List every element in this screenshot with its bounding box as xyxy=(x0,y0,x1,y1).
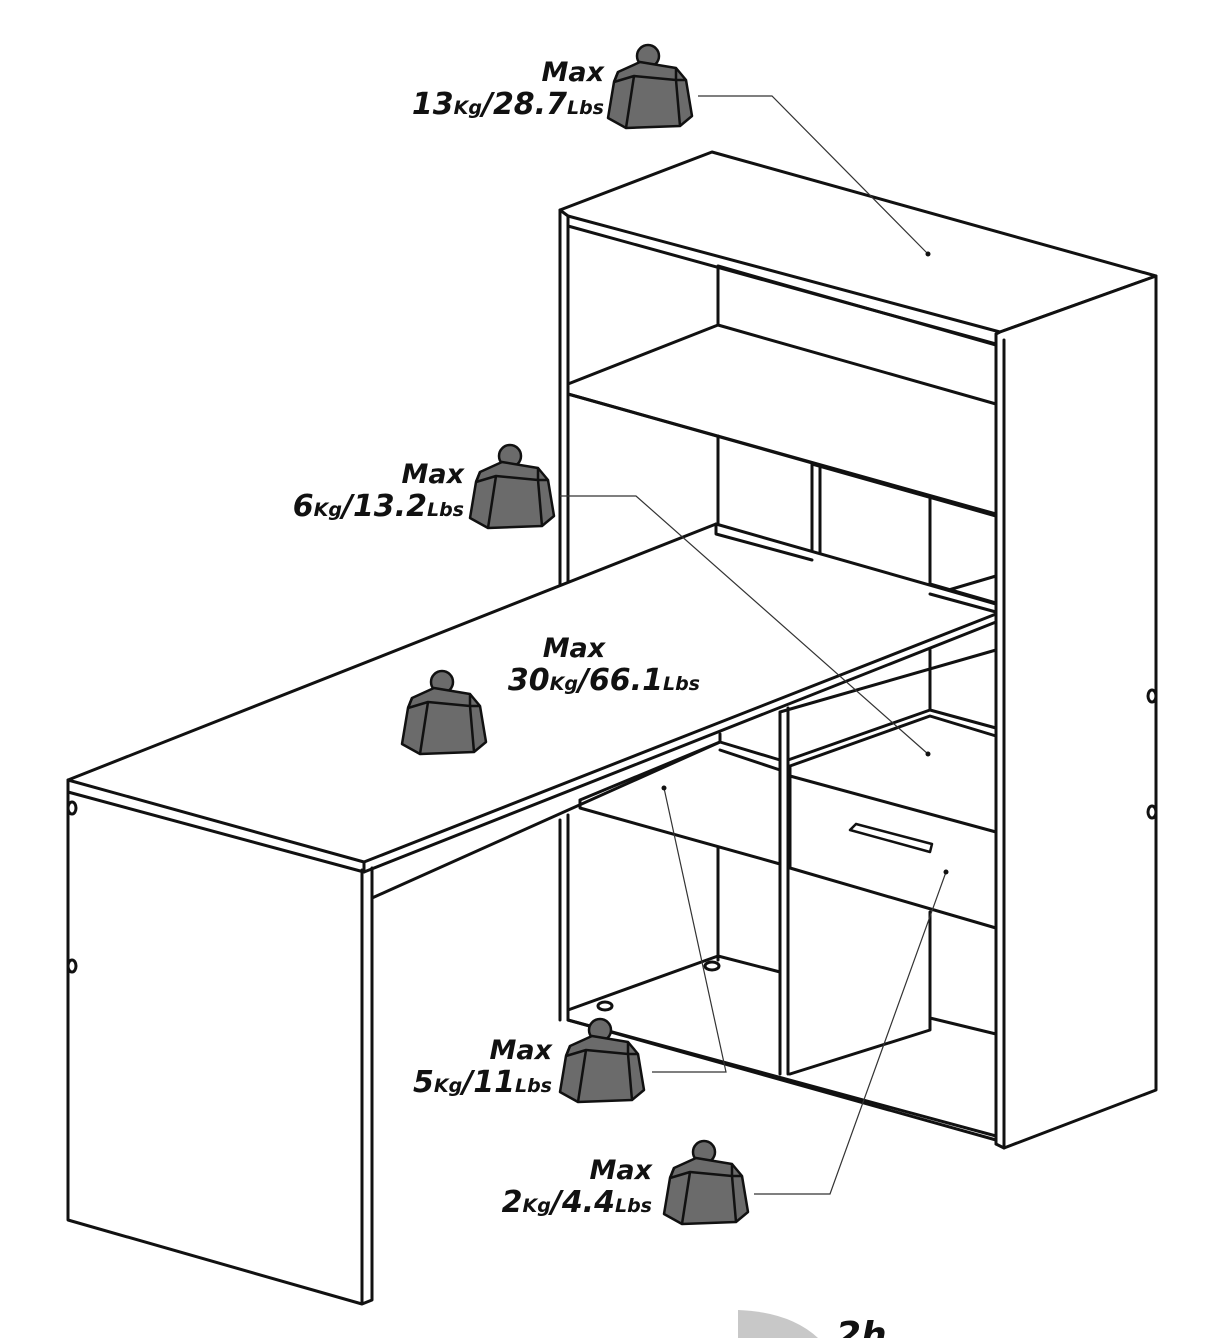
kg-unit: Kg xyxy=(549,673,578,695)
lbs-value: 66.1 xyxy=(588,663,663,698)
lbs-value: 28.7 xyxy=(492,87,567,122)
kg-unit: Kg xyxy=(313,499,342,521)
lbs-unit: Lbs xyxy=(662,673,700,695)
separator: / xyxy=(462,1065,474,1100)
weight-icon xyxy=(468,443,556,530)
corner-text: 2h xyxy=(836,1315,887,1338)
separator: / xyxy=(577,663,589,698)
leader-drawer xyxy=(754,871,947,1195)
lbs-unit: Lbs xyxy=(614,1195,652,1217)
lbs-unit: Lbs xyxy=(426,499,464,521)
leader-lower-shelf xyxy=(652,787,727,1073)
separator: / xyxy=(550,1185,562,1220)
leader-top xyxy=(698,95,929,255)
kg-value: 6 xyxy=(292,489,314,524)
lbs-value: 11 xyxy=(473,1065,515,1100)
load-label-upper-shelf: Max 6Kg/13.2Lbs xyxy=(293,460,464,528)
desk-left-panel xyxy=(66,790,374,1306)
leader-upper-shelf xyxy=(560,495,929,755)
lbs-value: 4.4 xyxy=(561,1185,615,1220)
drawer-front xyxy=(788,774,998,930)
lbs-unit: Lbs xyxy=(514,1075,552,1097)
separator: / xyxy=(341,489,353,524)
weight-icon xyxy=(662,1139,750,1226)
kg-unit: Kg xyxy=(453,97,482,119)
drawer-handle xyxy=(848,822,934,854)
kg-value: 2 xyxy=(501,1185,523,1220)
weight-icon xyxy=(606,43,694,130)
load-label-desk: Max 30Kg/66.1Lbs xyxy=(508,634,700,702)
max-text: Max xyxy=(542,633,606,664)
max-text: Max xyxy=(489,1035,552,1066)
lbs-value: 13.2 xyxy=(352,489,427,524)
drawer-top xyxy=(788,714,998,834)
kg-unit: Kg xyxy=(522,1195,551,1217)
kg-value: 13 xyxy=(411,87,454,122)
page-badge xyxy=(738,1310,818,1338)
bookcase-right-side xyxy=(994,274,1158,1150)
bookcase-left-side xyxy=(558,208,570,587)
kg-value: 30 xyxy=(507,663,550,698)
load-label-lower-shelf: Max 5Kg/11Lbs xyxy=(413,1036,552,1104)
load-label-top: Max 13Kg/28.7Lbs xyxy=(412,58,604,126)
max-text: Max xyxy=(401,459,464,490)
load-label-drawer: Max 2Kg/4.4Lbs xyxy=(502,1156,652,1224)
lbs-unit: Lbs xyxy=(566,97,604,119)
max-text: Max xyxy=(589,1155,652,1186)
weight-icon xyxy=(558,1017,646,1104)
kg-value: 5 xyxy=(413,1065,434,1100)
kg-unit: Kg xyxy=(433,1075,463,1097)
upper-shelf xyxy=(566,323,998,517)
separator: / xyxy=(481,87,493,122)
max-text: Max xyxy=(541,57,604,88)
